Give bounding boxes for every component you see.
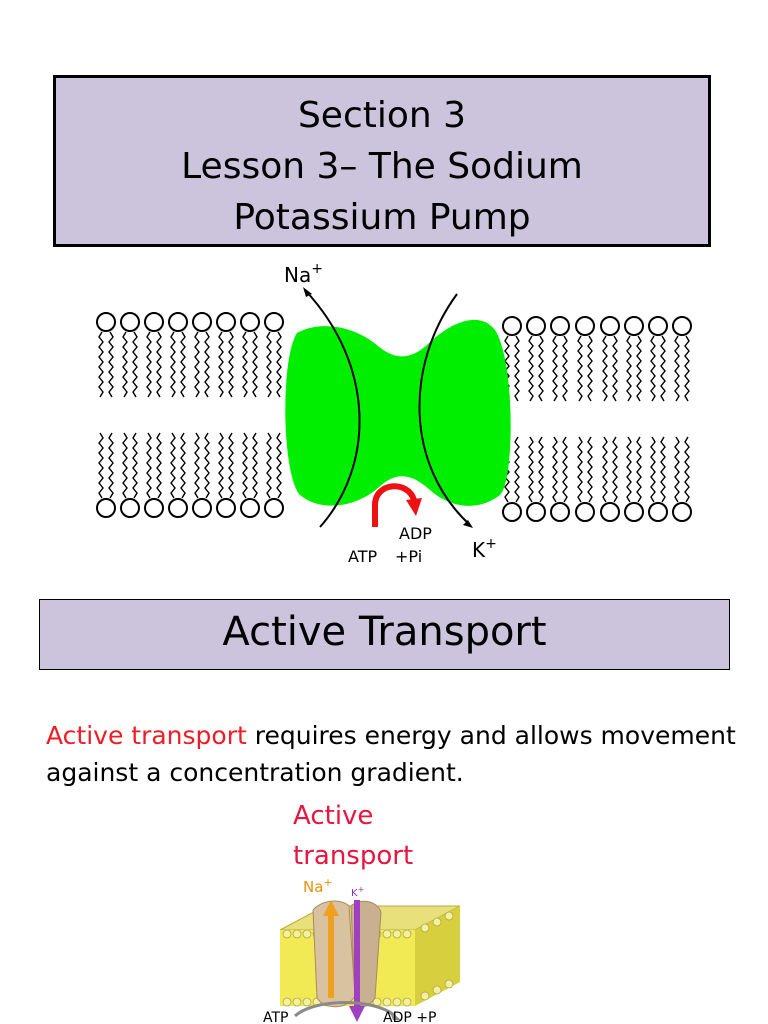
definition-term: Active transport bbox=[46, 721, 247, 750]
section-heading: Active Transport bbox=[39, 599, 730, 670]
adp-label: ADP bbox=[399, 524, 432, 543]
figure-label: Active transport bbox=[293, 796, 413, 876]
figure-atp-label: ATP bbox=[263, 1010, 288, 1024]
atp-curve-arrow-head bbox=[389, 1010, 401, 1020]
na-label: Na+ bbox=[284, 261, 323, 287]
atp-curve-arrow bbox=[293, 1001, 397, 1018]
active-transport-figure: Na+ K+ ATP ADP +P bbox=[263, 876, 461, 1024]
k-arrow-head bbox=[463, 520, 473, 528]
na-channel-path bbox=[304, 289, 361, 528]
k-down-arrow-head bbox=[349, 1006, 365, 1022]
membrane-right bbox=[502, 316, 692, 521]
title-line-2: Lesson 3– The Sodium bbox=[181, 146, 583, 187]
figure-k-label: K+ bbox=[351, 885, 364, 899]
definition-paragraph: Active transport requires energy and all… bbox=[46, 717, 746, 791]
atp-arrow bbox=[372, 483, 417, 527]
membrane-left bbox=[96, 312, 284, 517]
pi-label: +Pi bbox=[395, 547, 422, 566]
sodium-potassium-pump-diagram: Na+ K+ ADP ATP +Pi bbox=[96, 261, 692, 566]
na-arrow-head bbox=[303, 287, 312, 297]
definition-text: requires energy and allows movement agai… bbox=[46, 721, 736, 787]
figure-na-label: Na+ bbox=[303, 876, 333, 896]
k-channel-path bbox=[418, 293, 471, 526]
title-line-1: Section 3 bbox=[297, 95, 467, 136]
title-box: Section 3 Lesson 3– The Sodium Potassium… bbox=[53, 75, 711, 247]
figure-label-line-2: transport bbox=[293, 841, 414, 871]
title-line-3: Potassium Pump bbox=[233, 197, 531, 238]
atp-arrow-head bbox=[406, 498, 422, 516]
k-label: K+ bbox=[472, 536, 497, 562]
pump-protein bbox=[285, 319, 511, 506]
figure-adp-label: ADP +P bbox=[383, 1010, 436, 1024]
na-up-arrow-head bbox=[323, 900, 339, 916]
atp-label: ATP bbox=[348, 547, 377, 566]
figure-label-line-1: Active bbox=[293, 801, 374, 831]
